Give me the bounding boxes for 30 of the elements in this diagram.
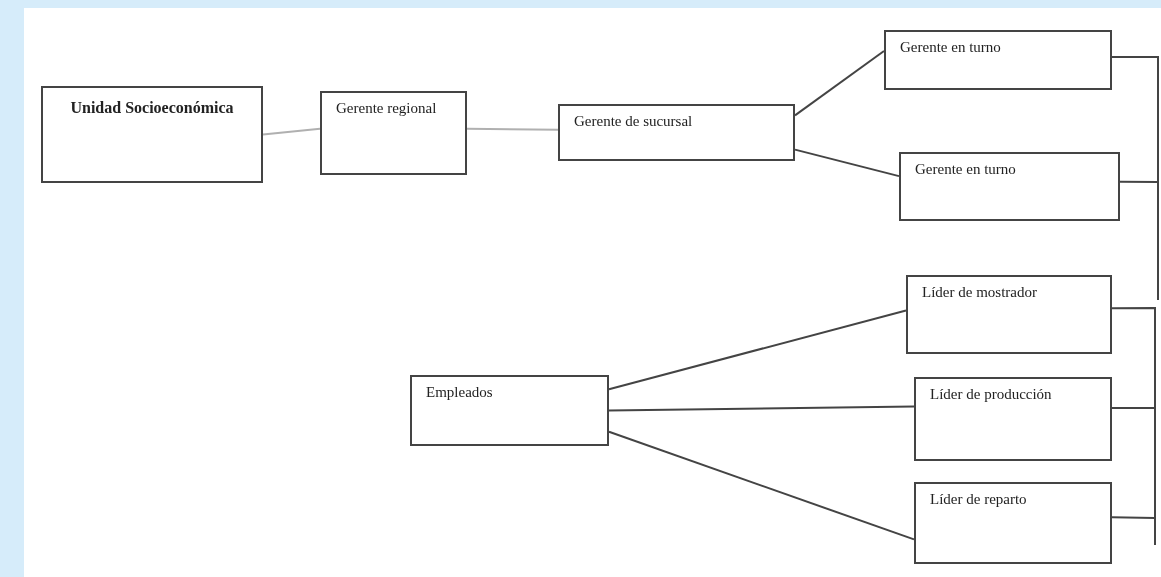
org-box bbox=[914, 482, 1112, 564]
role-label: Gerente en turno bbox=[915, 160, 1017, 179]
connector-line bbox=[608, 309, 907, 391]
connector-line bbox=[794, 148, 900, 178]
role-label: Líder de mostrador bbox=[922, 283, 1038, 302]
connector-line bbox=[1111, 516, 1156, 519]
connector-line bbox=[1111, 407, 1156, 410]
connector-line bbox=[262, 127, 321, 136]
org-box bbox=[899, 152, 1120, 221]
org-box bbox=[558, 104, 795, 161]
connector-line bbox=[1111, 56, 1159, 301]
org-box bbox=[914, 377, 1112, 461]
connector-line bbox=[608, 430, 915, 541]
role-label: Líder de reparto bbox=[930, 490, 1028, 509]
connector-line bbox=[466, 127, 559, 131]
connector-line bbox=[1119, 180, 1159, 183]
role-label: Gerente regional bbox=[336, 99, 438, 118]
org-box bbox=[320, 91, 467, 175]
role-label: Líder de producción bbox=[930, 385, 1053, 404]
role-label: Unidad Socioeconómica bbox=[69, 98, 235, 118]
org-box bbox=[410, 375, 609, 446]
org-box bbox=[41, 86, 263, 183]
connector-line bbox=[794, 50, 885, 117]
role-label: Empleados bbox=[426, 383, 494, 402]
org-box bbox=[906, 275, 1112, 354]
connector-line bbox=[1111, 307, 1156, 546]
org-box bbox=[884, 30, 1112, 90]
role-label: Gerente de sucursal bbox=[574, 112, 694, 131]
role-label: Gerente en turno bbox=[900, 38, 1002, 57]
connector-line bbox=[608, 405, 915, 412]
